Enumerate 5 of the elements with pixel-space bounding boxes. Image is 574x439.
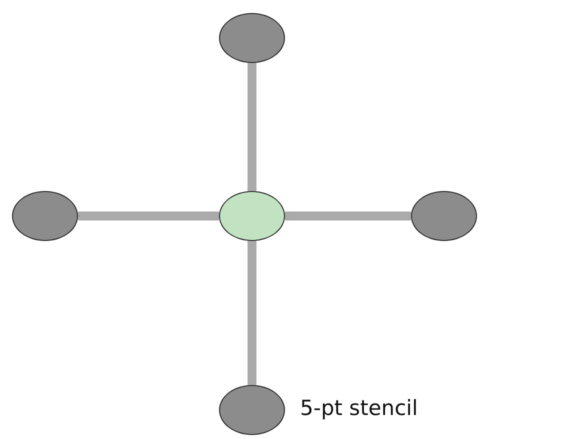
connector-line <box>248 241 256 385</box>
connector-line <box>285 212 411 220</box>
connector-line <box>78 212 219 220</box>
connector-line <box>248 63 256 191</box>
caption-text: 5-pt stencil <box>300 396 418 420</box>
